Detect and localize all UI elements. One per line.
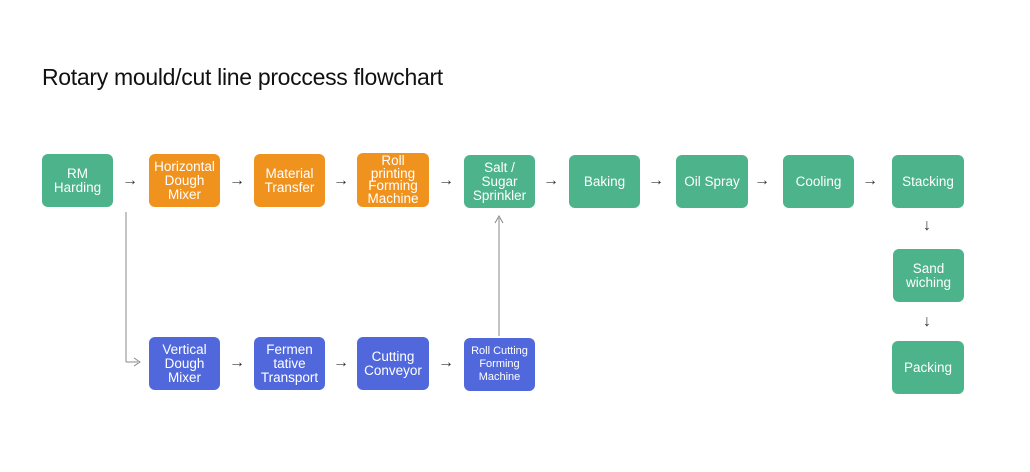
arrow-right: → — [229, 354, 245, 371]
arrow-right: → — [122, 172, 138, 189]
node-rm-harding: RM Harding — [42, 154, 113, 207]
node-fermentative-transport: Fermen tative Transport — [254, 337, 325, 390]
arrow-right: → — [438, 172, 454, 189]
branch-arrowhead — [133, 357, 141, 367]
node-cooling: Cooling — [783, 155, 854, 208]
node-horizontal-dough-mixer: Horizontal Dough Mixer — [149, 154, 220, 207]
node-stacking: Stacking — [892, 155, 964, 208]
arrow-right: → — [754, 172, 770, 189]
arrow-right: → — [543, 172, 559, 189]
page-title: Rotary mould/cut line proccess flowchart — [42, 64, 443, 90]
node-salt-sugar-sprinkler: Salt / Sugar Sprinkler — [464, 155, 535, 208]
node-baking: Baking — [569, 155, 640, 208]
arrow-right: → — [229, 172, 245, 189]
arrow-right: → — [438, 354, 454, 371]
up-arrowhead — [494, 214, 504, 224]
node-roll-printing-forming-machine: Roll printing Forming Machine — [357, 153, 429, 207]
node-roll-cutting-forming-machine: Roll Cutting Forming Machine — [464, 338, 535, 391]
node-material-transfer: Material Transfer — [254, 154, 325, 207]
node-vertical-dough-mixer: Vertical Dough Mixer — [149, 337, 220, 390]
arrow-right: → — [333, 354, 349, 371]
arrow-right: → — [862, 172, 878, 189]
arrow-down: ↓ — [923, 313, 931, 330]
node-sandwiching: Sand wiching — [893, 249, 964, 302]
arrow-right: → — [648, 172, 664, 189]
node-packing: Packing — [892, 341, 964, 394]
arrow-right: → — [333, 172, 349, 189]
arrow-down: ↓ — [923, 217, 931, 234]
node-cutting-conveyor: Cutting Conveyor — [357, 337, 429, 390]
node-oil-spray: Oil Spray — [676, 155, 748, 208]
